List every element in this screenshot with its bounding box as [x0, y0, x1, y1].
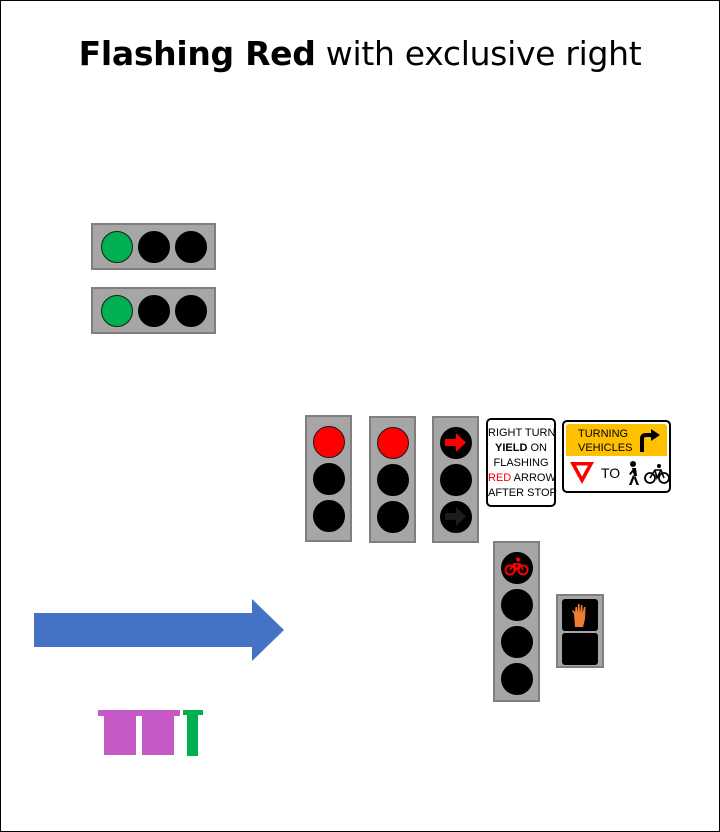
sign-red-word: RED: [488, 472, 512, 484]
sign-to-label: TO: [601, 465, 621, 481]
horizontal-signal-1: [91, 223, 216, 270]
bicycle-icon: [504, 557, 529, 576]
off-lamp: [138, 295, 170, 327]
yield-triangle-icon: [570, 462, 594, 484]
title-rest: with exclusive right: [315, 34, 642, 73]
green-lamp: [101, 295, 133, 327]
direction-arrow-icon: [34, 599, 284, 661]
off-lamp: [440, 501, 472, 533]
off-lamp: [313, 463, 345, 495]
pedestrian-icon: [629, 461, 639, 485]
green-lamp: [101, 231, 133, 263]
sign-yellow-panel: TURNING VEHICLES: [566, 424, 667, 456]
off-lamp: [377, 464, 409, 496]
right-arrow-icon: [445, 433, 466, 452]
sign-line-rest: ARROW: [511, 472, 556, 484]
sign-yield-word: YIELD: [495, 442, 528, 454]
bicycle-signal: [493, 541, 540, 702]
turn-right-arrow-icon: [640, 429, 660, 452]
sign-line: YIELD ON: [488, 442, 554, 454]
off-lamp: [175, 231, 207, 263]
page-title: Flashing Red with exclusive right: [0, 34, 720, 73]
sign-line: TURNING: [578, 428, 629, 440]
off-lamp: [501, 663, 533, 695]
hand-cell: [562, 599, 598, 631]
sign-line-rest: ON: [527, 442, 547, 454]
off-lamp: [440, 464, 472, 496]
right-turn-yield-sign: RIGHT TURN YIELD ON FLASHING RED ARROW A…: [486, 418, 557, 507]
red-lamp: [377, 427, 409, 459]
turning-vehicles-sign: TURNING VEHICLES TO: [562, 420, 671, 493]
title-bold: Flashing Red: [78, 34, 316, 73]
off-lamp: [175, 295, 207, 327]
sign-line: RIGHT TURN: [488, 427, 556, 439]
walk-cell: [562, 633, 598, 665]
sign-line: FLASHING: [493, 457, 549, 469]
off-lamp: [313, 500, 345, 532]
vertical-signal-1: [305, 415, 352, 542]
off-lamp: [501, 589, 533, 621]
right-arrow-signal: [432, 416, 479, 543]
off-lamp: [377, 501, 409, 533]
red-lamp: [313, 426, 345, 458]
hand-icon: [572, 604, 586, 627]
off-lamp: [138, 231, 170, 263]
bicycle-icon: [644, 464, 670, 484]
pedestrian-signal: [556, 594, 604, 668]
sign-line: AFTER STOP: [488, 487, 557, 499]
vertical-signal-2: [369, 416, 416, 543]
sign-line: VEHICLES: [578, 442, 633, 454]
bicycle-lamp: [501, 552, 533, 584]
right-arrow-icon: [445, 507, 466, 526]
off-lamp: [501, 626, 533, 658]
sign-line: RED ARROW: [488, 472, 556, 484]
pedestrian-indicator-icon: [98, 710, 203, 756]
horizontal-signal-2: [91, 287, 216, 334]
arrow-lamp: [440, 427, 472, 459]
